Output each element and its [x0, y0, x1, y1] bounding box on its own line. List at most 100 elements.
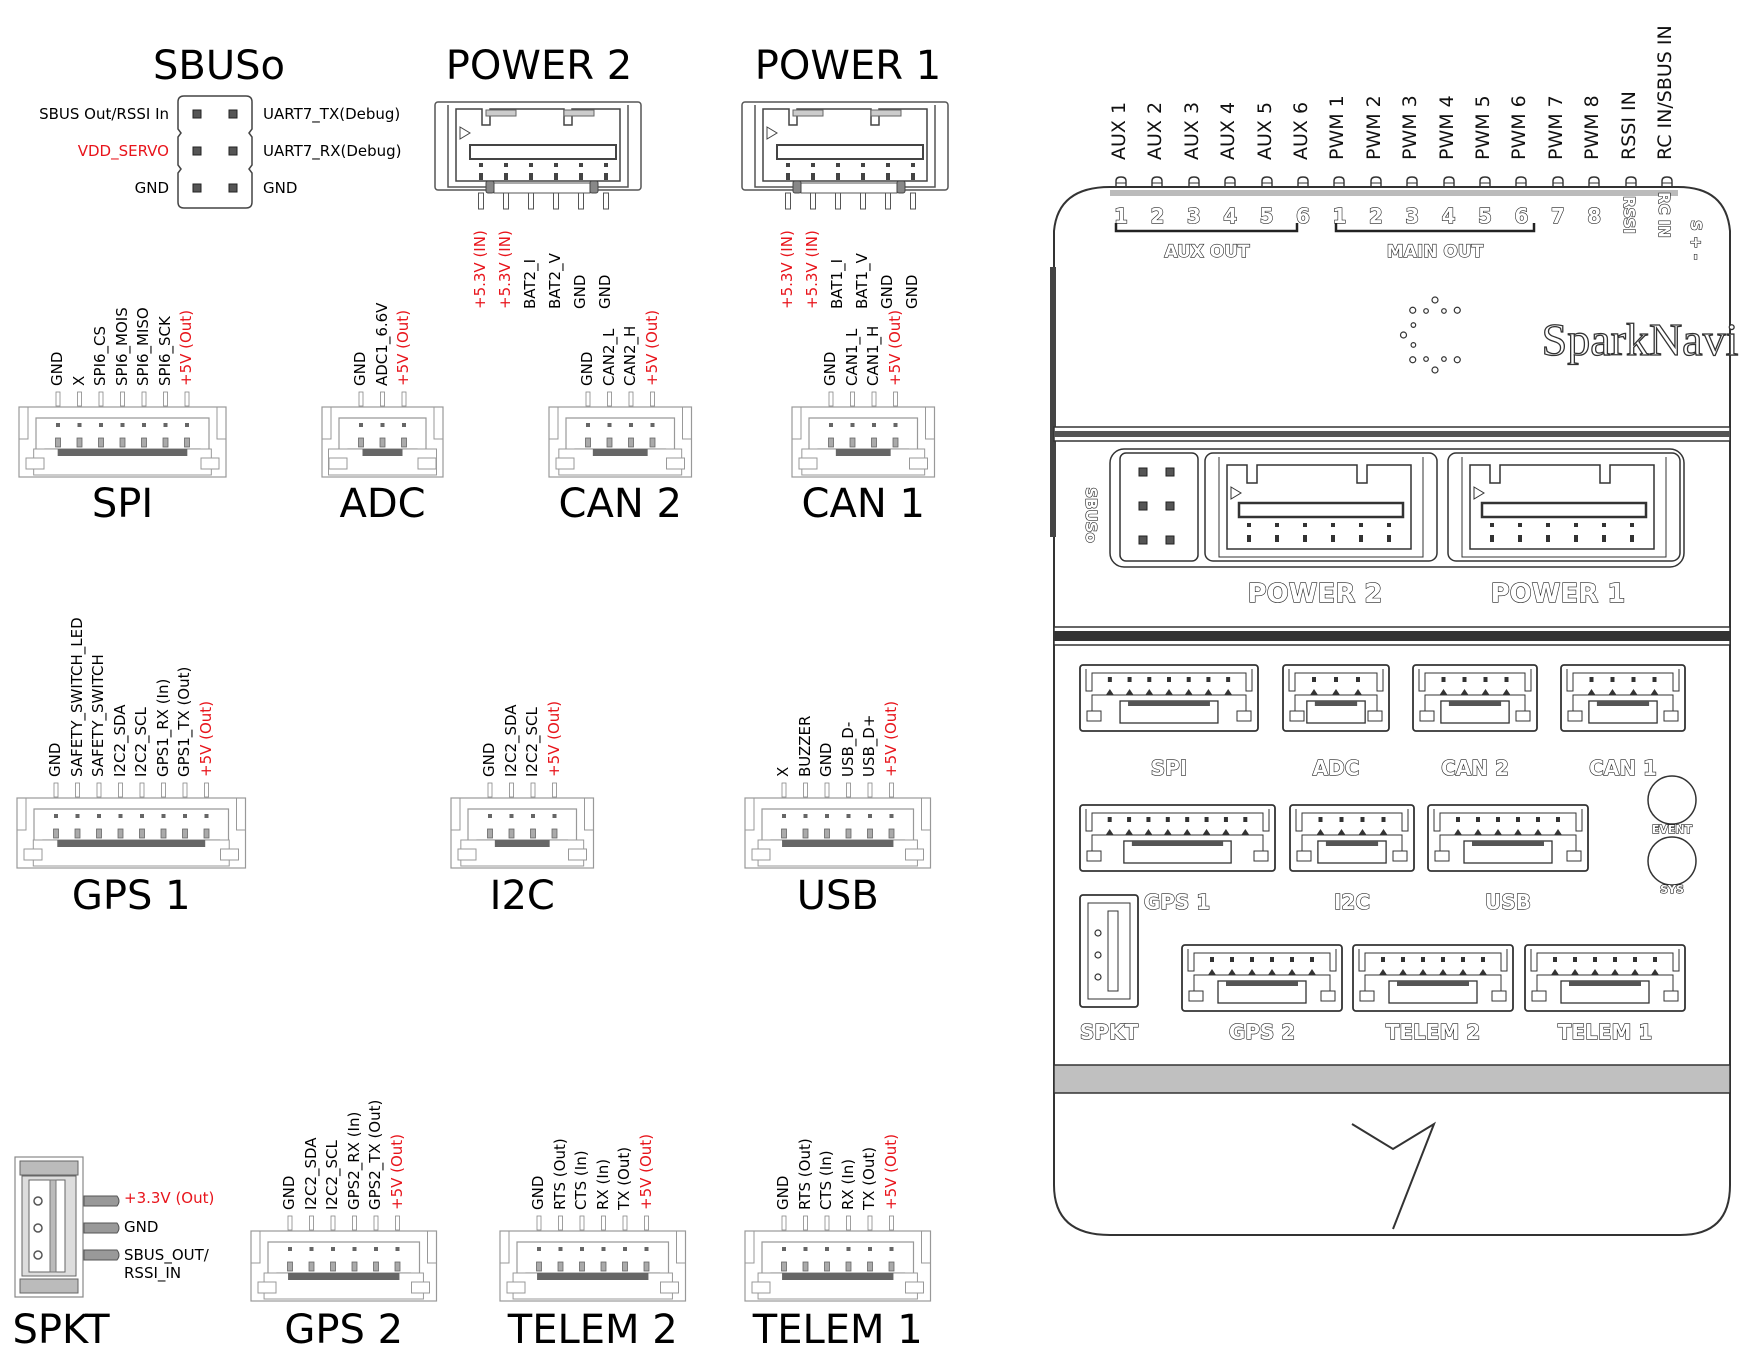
board-top-pin-icon	[1224, 176, 1236, 187]
usb-pin-2: BUZZER	[795, 715, 814, 777]
logo-dot	[1409, 306, 1417, 314]
telem1-pin-5: TX (Out)	[860, 1146, 878, 1210]
gps1-pin-6: GPS1_RX (In)	[153, 678, 172, 777]
i2c-pin-1: GND	[480, 742, 498, 777]
board-top-pin-icon	[1624, 176, 1637, 187]
board-top-pin-label: AUX 1	[1108, 101, 1130, 160]
board-spi-connector-icon	[1079, 664, 1259, 732]
can1-pin-leg	[893, 391, 898, 407]
board-can2-label: CAN 2	[1441, 756, 1509, 780]
telem2-title: TELEM 2	[507, 1307, 678, 1353]
telem2-pin-leg	[644, 1215, 649, 1231]
board-top-pin-label: RSSI IN	[1617, 91, 1640, 160]
board-telem1-label: TELEM 1	[1558, 1020, 1653, 1044]
sbuso-title: SBUSo	[153, 43, 285, 89]
can2-pin-leg	[607, 391, 612, 407]
spi-pin-leg	[141, 391, 147, 407]
spkt-pin-3: SBUS_OUT/	[124, 1246, 209, 1264]
board-top-pin-icon	[1479, 176, 1491, 187]
telem2-pin-leg	[622, 1215, 628, 1231]
sbuso-header-icon	[177, 95, 253, 209]
i2c-pin-4: +5V (Out)	[544, 700, 563, 777]
telem2-pin-6: +5V (Out)	[636, 1133, 655, 1210]
sys-button-icon[interactable]	[1647, 836, 1697, 886]
telem1-pin-3: CTS (In)	[817, 1150, 835, 1210]
gps2-pin-3: I2C2_SCL	[323, 1140, 341, 1210]
logo-dot	[1453, 356, 1461, 364]
board-spi-label: SPI	[1151, 756, 1188, 780]
adc-pin-leg	[380, 391, 385, 407]
telem1-pin-1: GND	[774, 1175, 792, 1210]
telem1-pin-leg	[803, 1215, 808, 1231]
can1-pin-1: GND	[821, 351, 839, 386]
board-main-number: 2	[1369, 204, 1383, 228]
can1-pin-3: CAN1_H	[864, 325, 882, 386]
board-top-pin-icon	[1151, 176, 1164, 187]
can2-pin-2: CAN2_L	[599, 328, 618, 386]
spkt-connector-icon	[14, 1156, 120, 1298]
board-top-pin-label: PWM 7	[1544, 95, 1567, 160]
board-main-number: 7	[1551, 204, 1565, 228]
spi-pin-leg	[77, 391, 82, 407]
board-top-pin-icon	[1552, 176, 1564, 187]
event-button-icon[interactable]	[1647, 775, 1697, 825]
spi-pin-leg	[98, 391, 104, 407]
i2c-connector-icon	[450, 782, 595, 869]
board-aux-number: 2	[1150, 204, 1164, 228]
board-rc-in-label: RC IN	[1655, 192, 1673, 238]
sbuso-pin-right-1: UART7_TX(Debug)	[263, 105, 401, 123]
board-gps1-connector-icon	[1079, 804, 1276, 872]
board-top-pin-label: AUX 6	[1290, 101, 1312, 160]
spi-title: SPI	[91, 481, 154, 527]
can2-pin-1: GND	[578, 351, 596, 386]
can1-pin-2: CAN1_L	[842, 328, 861, 386]
board-main-number: 6	[1514, 204, 1528, 228]
board-i2c-label: I2C	[1334, 890, 1370, 914]
telem1-pin-2: RTS (Out)	[795, 1138, 814, 1210]
telem1-pin-leg	[867, 1215, 873, 1231]
board-spkt-label: SPKT	[1080, 1020, 1139, 1044]
board-usb-connector-icon	[1427, 804, 1589, 872]
i2c-pin-leg	[552, 782, 557, 798]
gps2-pin-leg	[309, 1215, 314, 1231]
i2c-pin-leg	[487, 782, 493, 798]
spi-pin-leg	[55, 391, 61, 407]
sbuso-pin-right-2: UART7_RX(Debug)	[263, 142, 402, 160]
power1-pin-6: GND	[903, 274, 921, 309]
board-gps1-label: GPS 1	[1144, 890, 1210, 914]
logo-dot	[1410, 322, 1417, 328]
gps1-pin-5: I2C2_SCL	[132, 707, 150, 777]
board-spkt-connector-icon	[1079, 894, 1139, 1008]
gps2-pin-leg	[287, 1215, 293, 1231]
telem2-pin-1: GND	[529, 1175, 547, 1210]
board-top-pin-label: AUX 4	[1217, 101, 1240, 160]
usb-pin-leg	[824, 782, 830, 798]
spi-pin-1: GND	[48, 351, 66, 386]
logo-dot	[1410, 342, 1417, 348]
board-main-number: 3	[1405, 204, 1419, 228]
adc-pin-leg	[401, 391, 407, 407]
telem2-pin-leg	[579, 1215, 585, 1231]
usb-title: USB	[796, 873, 879, 919]
adc-connector-icon	[321, 391, 444, 478]
power2-pin-5: GND	[571, 274, 589, 309]
board-telem2-connector-icon	[1352, 944, 1514, 1012]
can1-pin-leg	[871, 391, 877, 407]
board-telem1-connector-icon	[1524, 944, 1686, 1012]
board-top-pin-icon	[1588, 176, 1600, 187]
power2-pin-6: GND	[596, 274, 614, 309]
telem2-pin-4: RX (In)	[593, 1158, 612, 1210]
can2-connector-icon	[548, 391, 693, 478]
spi-pin-7: +5V (Out)	[177, 309, 195, 386]
board-aux-number: 4	[1223, 204, 1237, 228]
gps1-pin-2: SAFETY_SWITCH_LED	[67, 617, 86, 777]
can1-title: CAN 1	[801, 481, 925, 527]
power1-pin-1: +5.3V (IN)	[778, 230, 796, 309]
gps1-pin-1: GND	[46, 742, 64, 777]
adc-pin-leg	[358, 391, 364, 407]
can2-pin-3: CAN2_H	[621, 325, 639, 386]
spi-pin-leg	[120, 391, 125, 407]
gps1-pin-leg	[96, 782, 102, 798]
gps1-pin-leg	[204, 782, 209, 798]
spkt-title: SPKT	[12, 1307, 110, 1353]
